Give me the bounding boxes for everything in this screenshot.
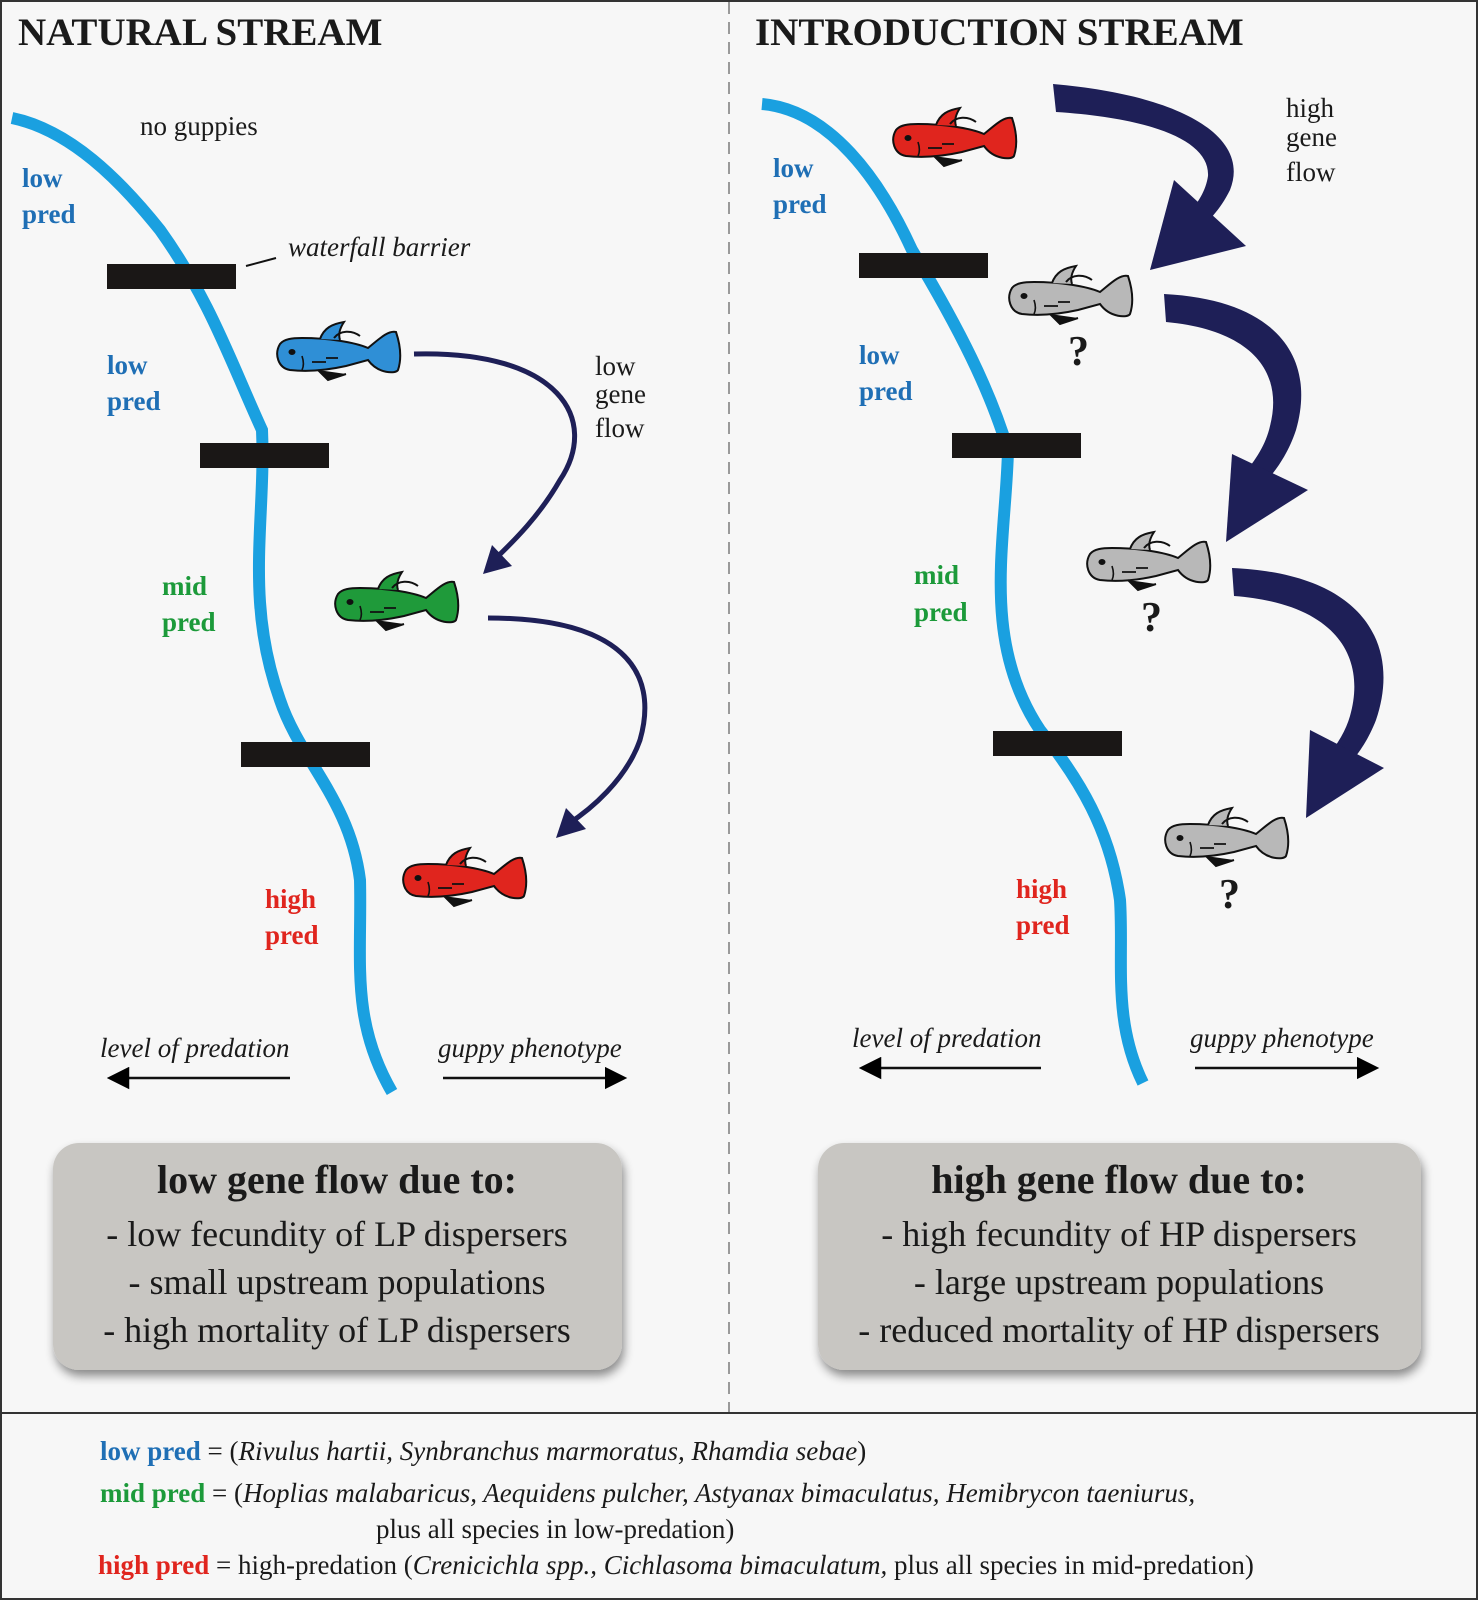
natural-gene-flow-arrowhead-2 — [556, 808, 586, 838]
introduction-barrier-1 — [859, 253, 988, 278]
introduction-barrier-3 — [993, 731, 1122, 756]
introduction-stream — [761, 98, 1149, 1086]
introduction-guppy-phenotype-label: guppy phenotype — [1190, 1023, 1374, 1053]
natural-gene-flow-arrowhead-1 — [483, 545, 512, 574]
introduction-gene-flow-arrowhead-2 — [1226, 454, 1308, 542]
introduction-barrier-2 — [952, 433, 1081, 458]
introduction-box-item-3: - reduced mortality of HP dispersers — [858, 1310, 1380, 1350]
waterfall-barrier-label: waterfall barrier — [288, 232, 471, 262]
natural-box-heading: low gene flow due to: — [157, 1157, 517, 1202]
natural-box-item-1: - low fecundity of LP dispersers — [106, 1214, 568, 1254]
introduction-question-2: ? — [1141, 595, 1162, 641]
introduction-question-3: ? — [1219, 872, 1240, 918]
introduction-gene-flow-arrowhead-1 — [1150, 180, 1246, 270]
natural-title: NATURAL STREAM — [18, 11, 382, 54]
introduction-box-item-1: - high fecundity of HP dispersers — [881, 1214, 1357, 1254]
introduction-gene-flow-arrow-3 — [1232, 568, 1384, 774]
natural-box-item-2: - small upstream populations — [129, 1262, 546, 1302]
natural-no-guppies: no guppies — [140, 111, 258, 141]
natural-stream — [10, 112, 398, 1096]
legend-mid-pred: mid pred = (Hoplias malabaricus, Aequide… — [100, 1478, 1195, 1508]
natural-summary-box — [53, 1143, 622, 1370]
introduction-box-heading: high gene flow due to: — [931, 1157, 1307, 1202]
natural-box-item-3: - high mortality of LP dispersers — [103, 1310, 571, 1350]
introduction-question-1: ? — [1068, 329, 1089, 375]
introduction-level-of-predation-label: level of predation — [852, 1023, 1041, 1053]
natural-barrier-3 — [241, 742, 370, 767]
natural-guppy-phenotype-label: guppy phenotype — [438, 1033, 622, 1063]
legend-high-pred: high pred = high-predation (Crenicichla … — [98, 1550, 1254, 1580]
natural-level-of-predation-label: level of predation — [100, 1033, 289, 1063]
natural-gene-flow-arrow-2 — [487, 615, 648, 827]
legend-low-pred: low pred = (Rivulus hartii, Synbranchus … — [100, 1436, 866, 1466]
introduction-gene-flow-arrow-1 — [1053, 84, 1234, 232]
introduction-summary-box — [818, 1143, 1421, 1370]
natural-barrier-2 — [200, 443, 329, 468]
introduction-title: INTRODUCTION STREAM — [755, 11, 1244, 54]
introduction-gene-flow-arrow-2 — [1164, 294, 1302, 492]
natural-gene-flow-arrow-1 — [413, 351, 578, 562]
legend-mid-pred-continuation: plus all species in low-predation) — [376, 1514, 734, 1544]
introduction-box-item-2: - large upstream populations — [914, 1262, 1324, 1302]
introduction-gene-flow-arrowhead-3 — [1306, 730, 1384, 818]
waterfall-leader-line — [245, 257, 277, 267]
natural-barrier-1 — [107, 264, 236, 289]
